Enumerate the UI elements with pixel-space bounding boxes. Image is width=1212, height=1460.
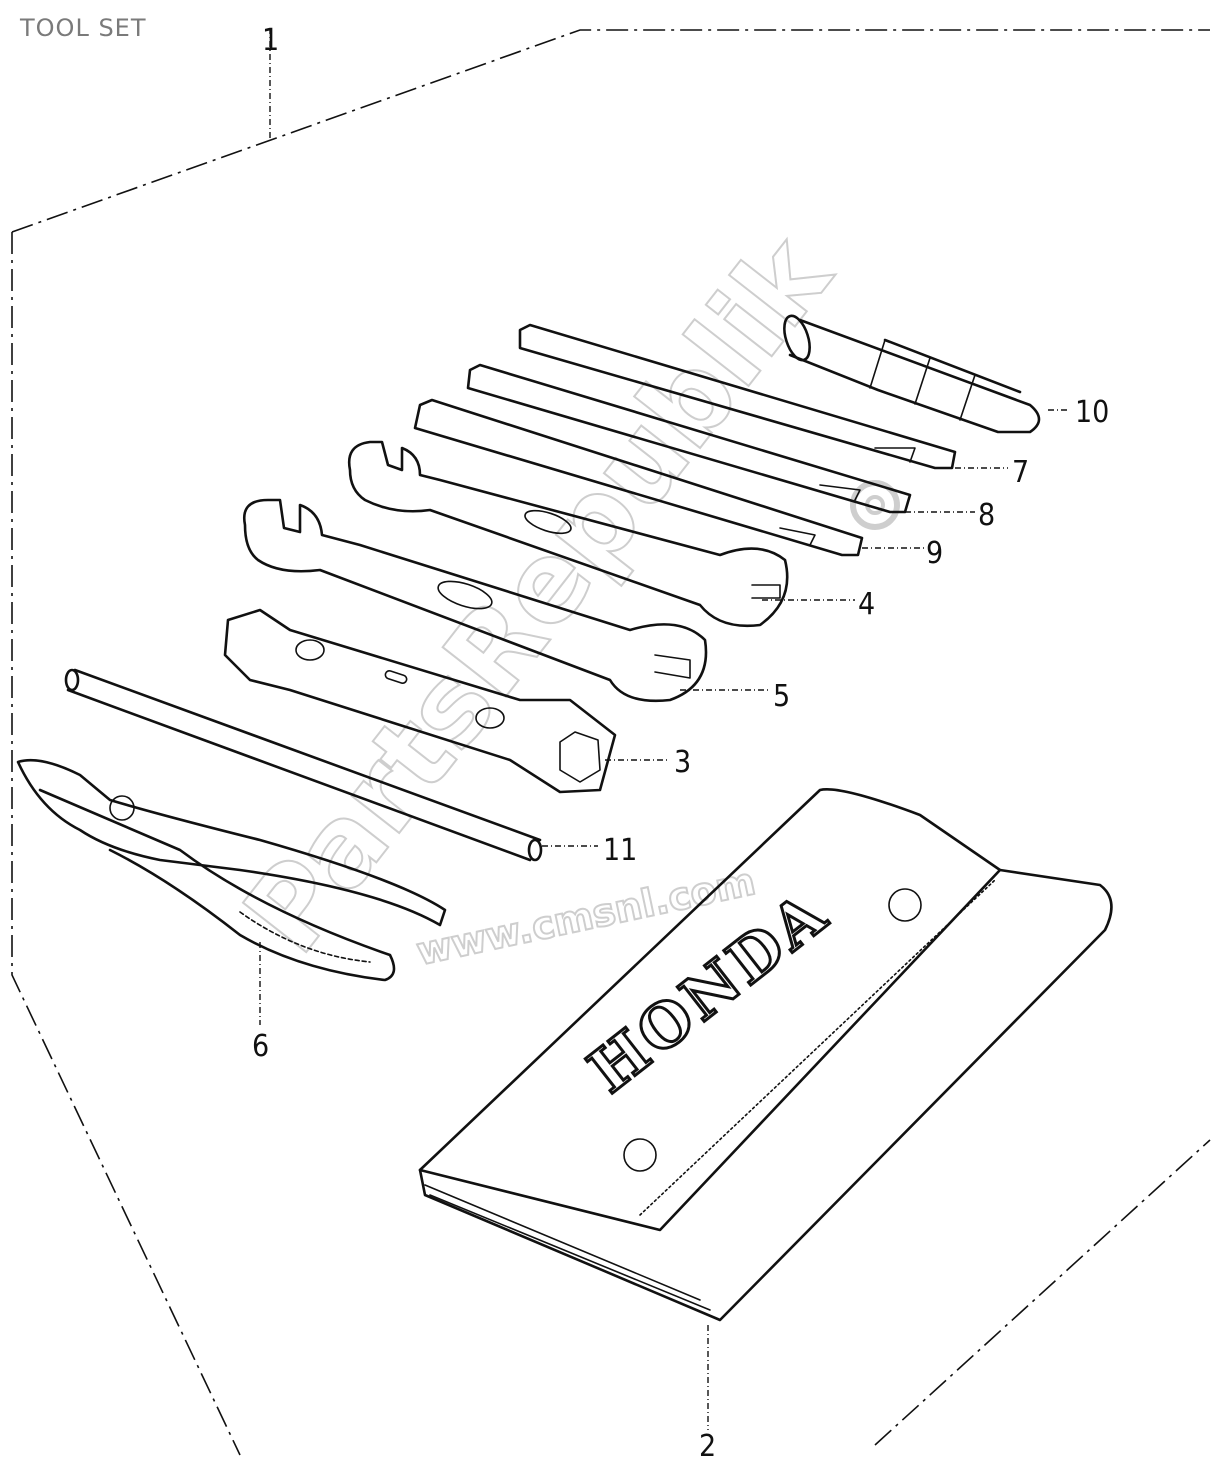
callout-4: 4 xyxy=(858,587,875,622)
callout-3: 3 xyxy=(674,745,691,780)
callout-8: 8 xyxy=(978,498,995,533)
spanner-small xyxy=(347,440,789,628)
assembly-boundary xyxy=(11,28,1211,1456)
callout-1: 1 xyxy=(262,23,279,58)
box-spanner xyxy=(223,608,617,794)
leader-lines xyxy=(259,409,1070,1430)
callout-5: 5 xyxy=(773,679,790,714)
watermark-main-text: PartsRepublik xyxy=(220,211,857,976)
screwdriver-bit-7 xyxy=(518,323,957,470)
callout-10: 10 xyxy=(1075,395,1109,430)
watermark: PartsRepublik www.cmsnl.com xyxy=(219,210,900,977)
callout-6: 6 xyxy=(252,1029,269,1064)
callout-9: 9 xyxy=(926,536,943,571)
tool-pouch: HONDA xyxy=(418,788,1113,1322)
tommy-bar xyxy=(64,668,543,862)
callout-11: 11 xyxy=(603,833,637,868)
pliers xyxy=(16,758,447,982)
callout-2: 2 xyxy=(699,1429,716,1460)
page-title: TOOL SET xyxy=(20,14,147,42)
callout-7: 7 xyxy=(1012,455,1029,490)
screwdriver-handle xyxy=(783,314,1041,434)
spanner-large xyxy=(242,498,708,703)
callout-labels: 1 2 3 4 5 6 7 8 9 10 11 xyxy=(252,23,1109,1460)
screwdriver-bit-9 xyxy=(413,398,864,557)
